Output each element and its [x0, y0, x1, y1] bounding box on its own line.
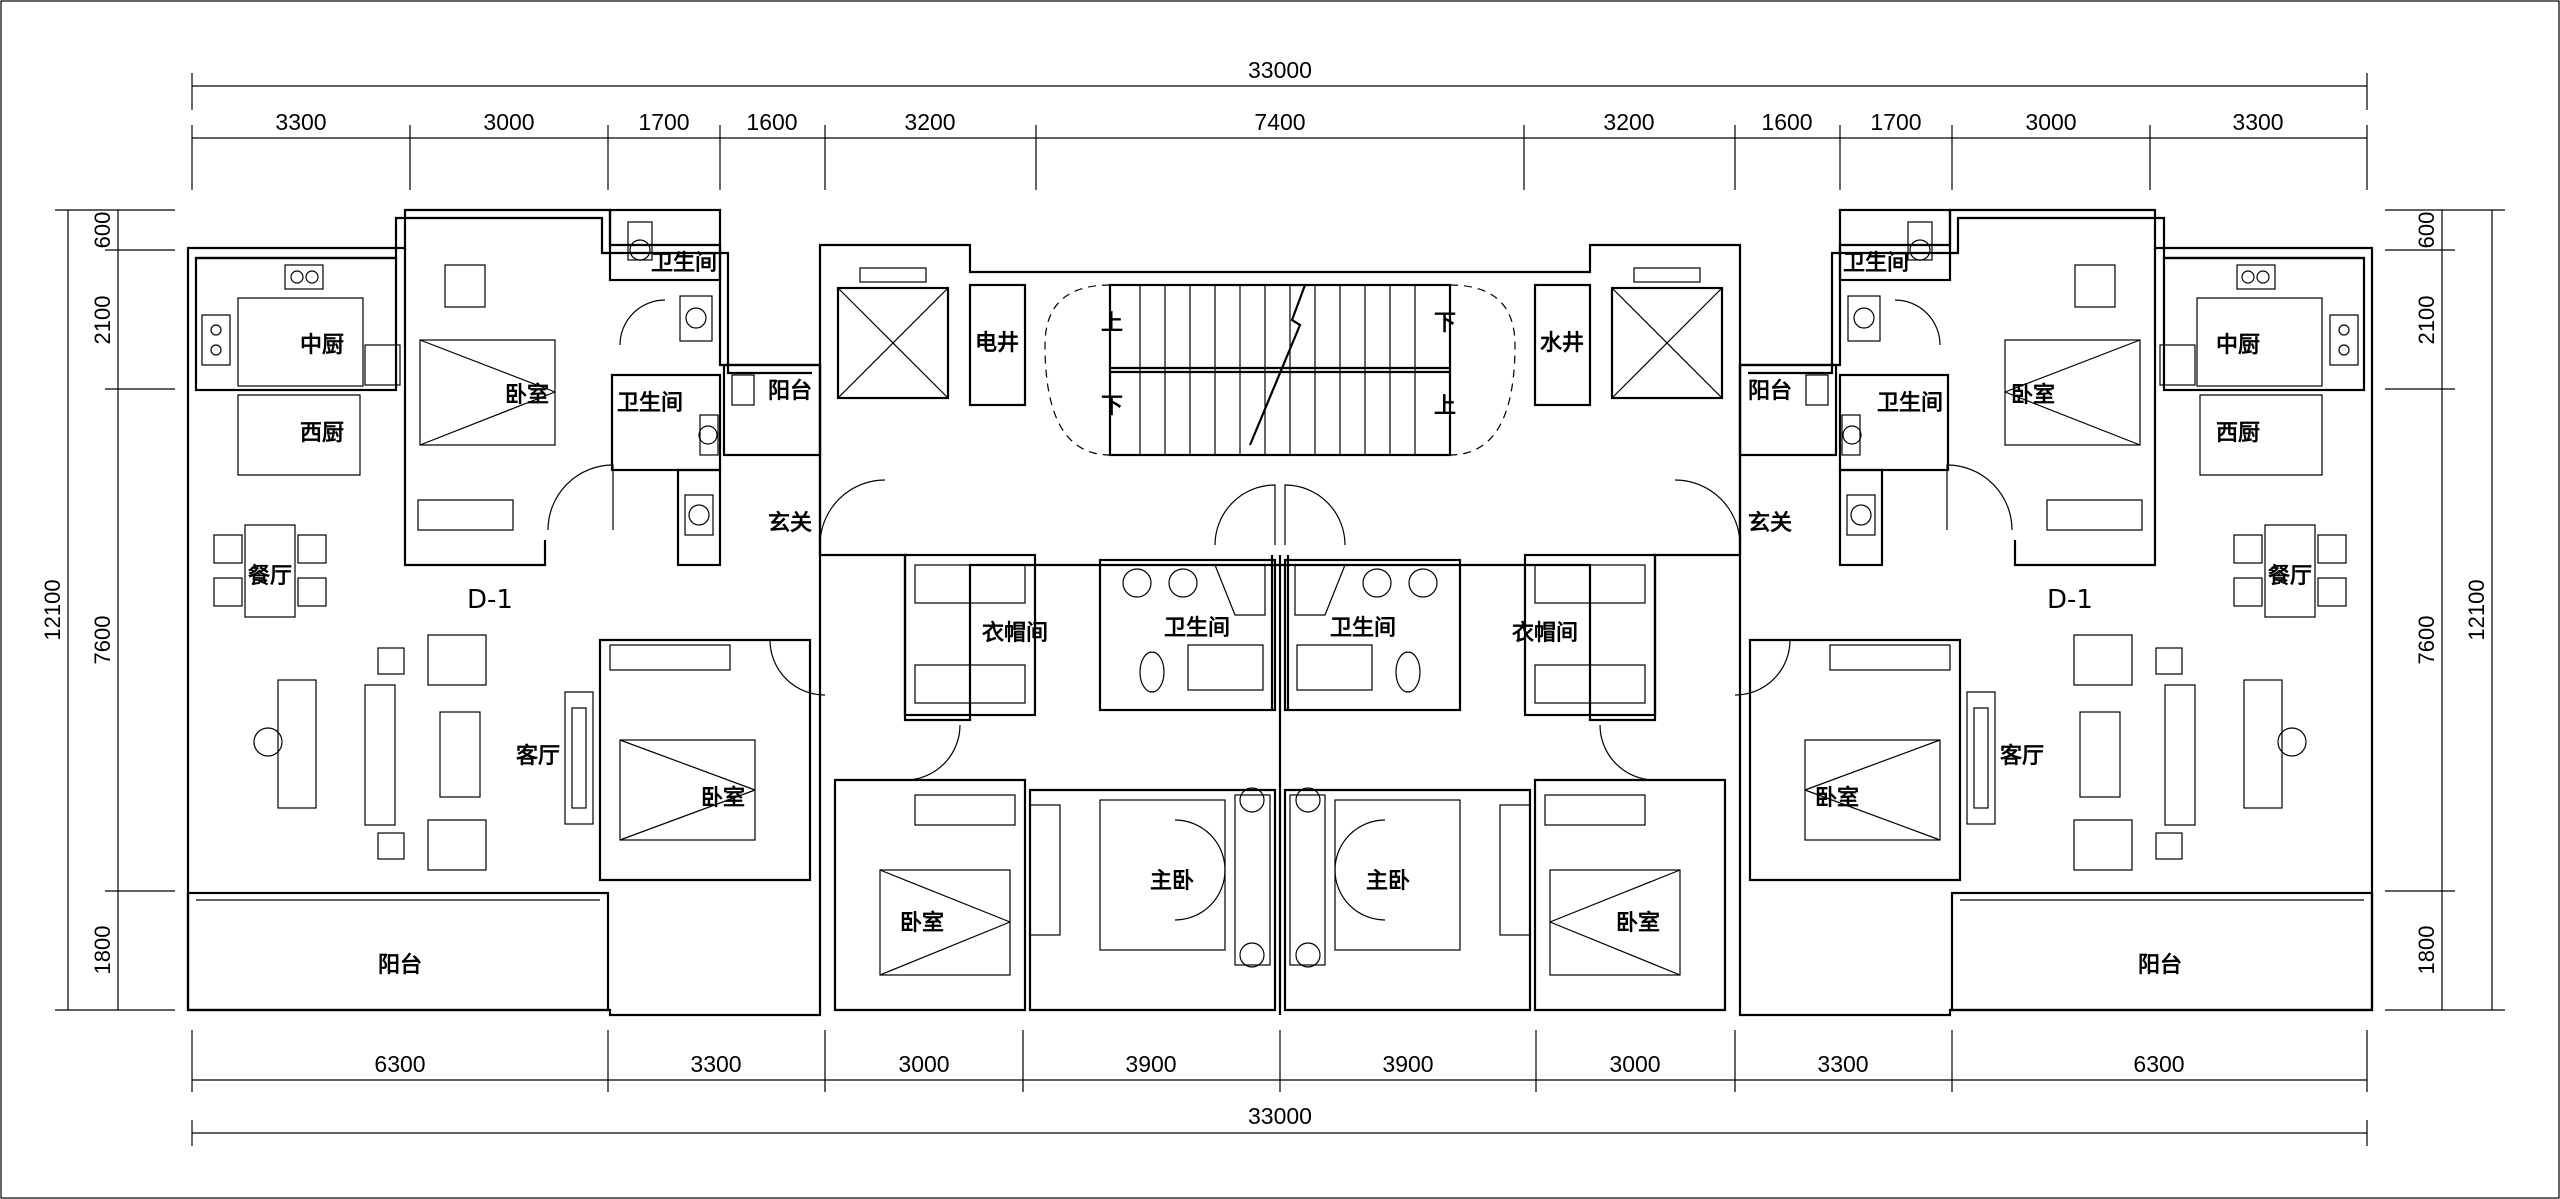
right-master-bedroom-label: 主卧 — [1366, 869, 1410, 894]
top-total-dim: 33000 — [1248, 57, 1312, 83]
left-small-balcony-label: 阳台 — [768, 378, 812, 404]
left-balcony-label: 阳台 — [378, 952, 422, 978]
right-unit-label: D-1 — [2047, 585, 2093, 615]
right-unit — [1283, 208, 2374, 1017]
left-bedroom3-label: 卧室 — [900, 910, 944, 936]
right-foyer-label: 玄关 — [1748, 510, 1792, 536]
right-chinese-kitchen-label: 中厨 — [2216, 333, 2260, 358]
bottom-dim-4: 3900 — [1125, 1051, 1176, 1077]
bottom-dim-7: 3300 — [1817, 1051, 1868, 1077]
top-dim-4: 1600 — [746, 109, 797, 135]
right-dim-2: 2100 — [2414, 296, 2439, 345]
left-bath1-label: 卫生间 — [651, 251, 717, 276]
left-western-kitchen-label: 西厨 — [300, 421, 344, 446]
left-dining-label: 餐厅 — [248, 564, 292, 589]
bottom-total-dim: 33000 — [1248, 1103, 1312, 1129]
top-dim-3: 1700 — [638, 109, 689, 135]
left-bedroom1-label: 卧室 — [505, 382, 549, 408]
bottom-dim-1: 6300 — [374, 1051, 425, 1077]
stair-up-label-2: 上 — [1434, 394, 1456, 419]
left-living-label: 客厅 — [516, 743, 560, 769]
top-dim-1: 3300 — [275, 109, 326, 135]
right-dim-1: 600 — [2414, 212, 2439, 249]
right-closet-label: 衣帽间 — [1512, 620, 1578, 646]
bottom-dim-6: 3000 — [1609, 1051, 1660, 1077]
right-living-label: 客厅 — [2000, 743, 2044, 769]
stair-down-label-1: 下 — [1434, 311, 1456, 336]
top-dim-7: 3200 — [1603, 109, 1654, 135]
left-dimensions: 600 2100 7600 1800 12100 — [40, 209, 175, 1011]
water-shaft-label: 水井 — [1540, 331, 1584, 356]
right-total-dim: 12100 — [2464, 579, 2489, 640]
left-dim-2: 2100 — [90, 296, 115, 345]
left-master-bath-label: 卫生间 — [1164, 616, 1230, 641]
bottom-dim-2: 3300 — [690, 1051, 741, 1077]
right-bedroom3-label: 卧室 — [1616, 910, 1660, 936]
right-balcony-label: 阳台 — [2138, 952, 2182, 978]
bottom-dim-8: 6300 — [2133, 1051, 2184, 1077]
left-bath2-label: 卫生间 — [617, 391, 683, 416]
right-dim-4: 1800 — [2414, 926, 2439, 975]
right-western-kitchen-label: 西厨 — [2216, 421, 2260, 446]
bottom-dim-3: 3000 — [898, 1051, 949, 1077]
top-dim-2: 3000 — [483, 109, 534, 135]
top-dim-5: 3200 — [904, 109, 955, 135]
left-master-bedroom-label: 主卧 — [1150, 869, 1194, 894]
left-bedroom2-label: 卧室 — [701, 785, 745, 811]
left-dim-1: 600 — [90, 212, 115, 249]
right-master-bath-label: 卫生间 — [1330, 616, 1396, 641]
right-bedroom2-label: 卧室 — [1815, 785, 1859, 811]
top-dim-8: 1600 — [1761, 109, 1812, 135]
top-dim-11: 3300 — [2232, 109, 2283, 135]
left-dim-4: 1800 — [90, 926, 115, 975]
left-closet-label: 衣帽间 — [982, 620, 1048, 646]
bottom-dim-5: 3900 — [1382, 1051, 1433, 1077]
left-dim-3: 7600 — [90, 616, 115, 665]
right-small-balcony-label: 阳台 — [1748, 378, 1792, 404]
top-dim-10: 3000 — [2025, 109, 2076, 135]
right-bath2-label: 卫生间 — [1877, 391, 1943, 416]
left-chinese-kitchen-label: 中厨 — [300, 333, 344, 358]
right-unit-labels: 中厨 西厨 餐厅 客厅 D-1 卧室 卫生间 卫生间 阳台 玄关 卧室 衣帽间 … — [1330, 251, 2312, 978]
right-dining-label: 餐厅 — [2268, 564, 2312, 589]
left-total-dim: 12100 — [40, 579, 65, 640]
right-bath1-label: 卫生间 — [1843, 251, 1909, 276]
bottom-dimensions: 6300 3300 3000 3900 3900 3000 3300 6300 … — [191, 1030, 2368, 1146]
electric-shaft-label: 电井 — [975, 331, 1019, 356]
right-dimensions: 600 2100 7600 1800 12100 — [2385, 209, 2505, 1011]
stair-down-label-2: 下 — [1101, 394, 1123, 419]
right-dim-3: 7600 — [2414, 616, 2439, 665]
top-dim-6: 7400 — [1254, 109, 1305, 135]
left-unit: 中厨 西厨 餐厅 客厅 D-1 卧室 卫生间 卫生间 — [186, 208, 1277, 1017]
right-bedroom1-label: 卧室 — [2011, 382, 2055, 408]
left-foyer-label: 玄关 — [768, 510, 812, 536]
stair-up-label-1: 上 — [1101, 311, 1123, 336]
top-dimensions: 33000 3300 3000 1700 1600 3200 7400 3200… — [191, 57, 2368, 190]
left-unit-label: D-1 — [467, 585, 513, 615]
top-dim-9: 1700 — [1870, 109, 1921, 135]
